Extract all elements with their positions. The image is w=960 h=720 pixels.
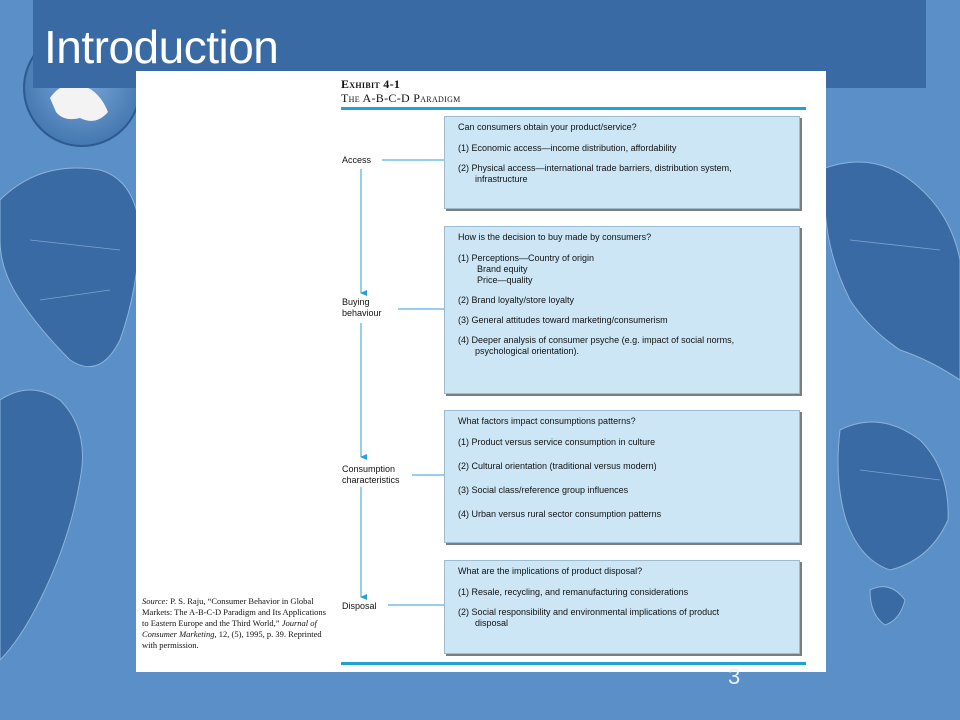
slide-title: Introduction: [44, 21, 279, 73]
access-box: Can consumers obtain your product/servic…: [444, 116, 800, 209]
buying-item-1-line3: Price—quality: [477, 275, 533, 285]
stage-label-disposal: Disposal: [342, 601, 377, 611]
exhibit-label: Exhibit 4-1: [341, 77, 401, 91]
consumption-item-2: (2) Cultural orientation (traditional ve…: [458, 461, 657, 471]
disposal-item-1: (1) Resale, recycling, and remanufacturi…: [458, 587, 689, 597]
buying-item-4-line2: psychological orientation).: [475, 346, 580, 356]
slide-number: 3: [728, 664, 741, 689]
buying-item-4: (4) Deeper analysis of consumer psyche (…: [458, 335, 789, 357]
buying-item-3: (3) General attitudes toward marketing/c…: [458, 315, 668, 325]
stage-label-buying-line2: behaviour: [342, 308, 382, 318]
stage-label-buying-line1: Buying: [342, 297, 370, 307]
buying-item-2: (2) Brand loyalty/store loyalty: [458, 295, 575, 305]
exhibit-title: The A-B-C-D Paradigm: [341, 91, 461, 105]
access-item-2-line1: (2) Physical access—international trade …: [458, 163, 732, 173]
buying-question: How is the decision to buy made by consu…: [458, 232, 652, 242]
consumption-box: What factors impact consumptions pattern…: [444, 410, 800, 543]
disposal-item-2-line2: disposal: [475, 618, 509, 628]
consumption-question: What factors impact consumptions pattern…: [458, 416, 636, 426]
access-item-2: (2) Physical access—international trade …: [458, 163, 789, 185]
source-journal: Journal of Consumer Marketing,: [142, 618, 317, 639]
source-citation: Source: P. S. Raju, “Consumer Behavior i…: [142, 596, 332, 651]
stage-label-consumption-line1: Consumption: [342, 464, 396, 474]
access-item-2-line2: infrastructure: [475, 174, 528, 184]
access-item-1: (1) Economic access—income distribution,…: [458, 143, 677, 153]
source-prefix: Source:: [142, 596, 169, 606]
buying-item-1: (1) Perceptions—Country of origin Brand …: [458, 253, 789, 286]
stage-label-consumption-line2: characteristics: [342, 475, 400, 485]
access-question: Can consumers obtain your product/servic…: [458, 122, 637, 132]
source-text-2: 12, (5), 1995, p. 39. Reprinted with per…: [142, 629, 322, 650]
disposal-question: What are the implications of product dis…: [458, 566, 643, 576]
consumption-item-3: (3) Social class/reference group influen…: [458, 485, 629, 495]
source-text-1: P. S. Raju, “Consumer Behavior in Global…: [142, 596, 326, 628]
consumption-item-1: (1) Product versus service consumption i…: [458, 437, 656, 447]
top-rule: [341, 107, 806, 110]
buying-item-1-line2: Brand equity: [477, 264, 528, 274]
buying-item-4-line1: (4) Deeper analysis of consumer psyche (…: [458, 335, 735, 345]
stage-label-access: Access: [342, 155, 372, 165]
stage-label-consumption: Consumption characteristics: [342, 464, 400, 486]
disposal-item-2-line1: (2) Social responsibility and environmen…: [458, 607, 720, 617]
disposal-item-2: (2) Social responsibility and environmen…: [458, 607, 789, 629]
bottom-rule: [341, 662, 806, 665]
consumption-item-4: (4) Urban versus rural sector consumptio…: [458, 509, 662, 519]
buying-item-1-line1: (1) Perceptions—Country of origin: [458, 253, 595, 263]
disposal-box: What are the implications of product dis…: [444, 560, 800, 654]
buying-behaviour-box: How is the decision to buy made by consu…: [444, 226, 800, 394]
flow-connectors: [360, 159, 444, 606]
exhibit-figure: Exhibit 4-1 The A-B-C-D Paradigm Access …: [136, 71, 826, 672]
stage-label-buying: Buying behaviour: [342, 297, 382, 319]
